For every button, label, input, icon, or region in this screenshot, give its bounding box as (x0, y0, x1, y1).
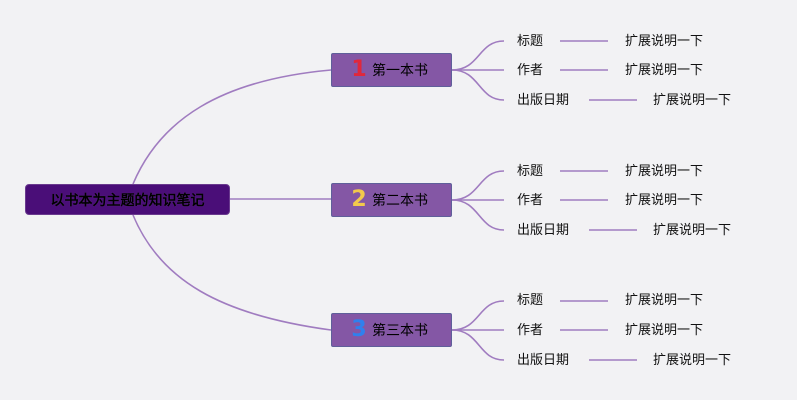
field-label-title[interactable]: 标题 (517, 34, 544, 49)
field-note[interactable]: 扩展说明一下 (625, 323, 704, 338)
field-note[interactable]: 扩展说明一下 (625, 34, 704, 49)
field-label-title[interactable]: 标题 (517, 164, 544, 179)
field-label-pubdate[interactable]: 出版日期 (517, 93, 570, 108)
field-note[interactable]: 扩展说明一下 (653, 93, 732, 108)
connector-root-to-book-3 (132, 214, 332, 331)
connector-book-1-to-pubdate (451, 69, 505, 101)
field-label-pubdate[interactable]: 出版日期 (517, 223, 570, 238)
connector-root-to-book-1 (132, 69, 332, 185)
connector-book-2-to-pubdate (451, 199, 505, 231)
connector-book-2-to-title (451, 170, 505, 201)
root-topic[interactable]: 以书本为主题的知识笔记 (25, 184, 230, 215)
root-topic-label: 以书本为主题的知识笔记 (50, 192, 205, 209)
book-title: 第三本书 (372, 323, 428, 339)
book-title: 第一本书 (372, 63, 428, 79)
connector-book-1-to-title (451, 40, 505, 71)
connector-book-3-to-title (451, 300, 505, 331)
field-label-author[interactable]: 作者 (517, 63, 544, 78)
field-note[interactable]: 扩展说明一下 (653, 223, 732, 238)
field-label-pubdate[interactable]: 出版日期 (517, 353, 570, 368)
field-note[interactable]: 扩展说明一下 (625, 193, 704, 208)
book-node-2[interactable]: 2 第二本书 (331, 183, 452, 217)
field-label-author[interactable]: 作者 (517, 193, 544, 208)
field-note[interactable]: 扩展说明一下 (625, 293, 704, 308)
field-note[interactable]: 扩展说明一下 (653, 353, 732, 368)
book-node-3[interactable]: 3 第三本书 (331, 313, 452, 347)
connector-book-3-to-pubdate (451, 329, 505, 361)
field-note[interactable]: 扩展说明一下 (625, 63, 704, 78)
book-node-1[interactable]: 1 第一本书 (331, 53, 452, 87)
number-one-icon: 1 (351, 57, 367, 82)
number-two-icon: 2 (351, 187, 367, 212)
field-label-author[interactable]: 作者 (517, 323, 544, 338)
number-three-icon: 3 (351, 317, 367, 342)
field-note[interactable]: 扩展说明一下 (625, 164, 704, 179)
book-title: 第二本书 (372, 193, 428, 209)
field-label-title[interactable]: 标题 (517, 293, 544, 308)
